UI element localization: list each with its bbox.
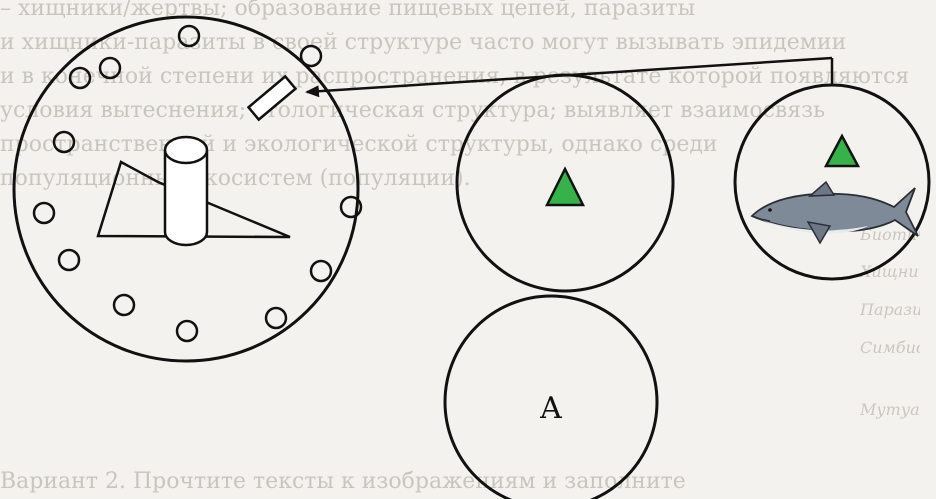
ring-dot [301,46,321,66]
ring-dot [100,58,120,78]
ring-dot [114,295,134,315]
right-circle-group [735,85,929,279]
ring-dot [34,203,54,223]
large-circle-group [14,17,361,361]
green-triangle [826,136,858,166]
cylinder-shape [165,137,207,245]
ring-dot [266,308,286,328]
rectangle-shape [248,76,295,119]
bottom-circle-group: A [445,296,657,499]
ring-dot [70,68,90,88]
shark-icon [752,182,918,243]
right-circle [735,85,929,279]
ring-dot [311,261,331,281]
middle-circle-group [457,75,673,291]
arrow [307,58,832,92]
label-a: A [539,391,562,426]
ring-dot [59,250,79,270]
ring-dot [179,26,199,46]
green-triangle [547,169,583,205]
ring-dot [54,132,74,152]
ring-dot [177,321,197,341]
